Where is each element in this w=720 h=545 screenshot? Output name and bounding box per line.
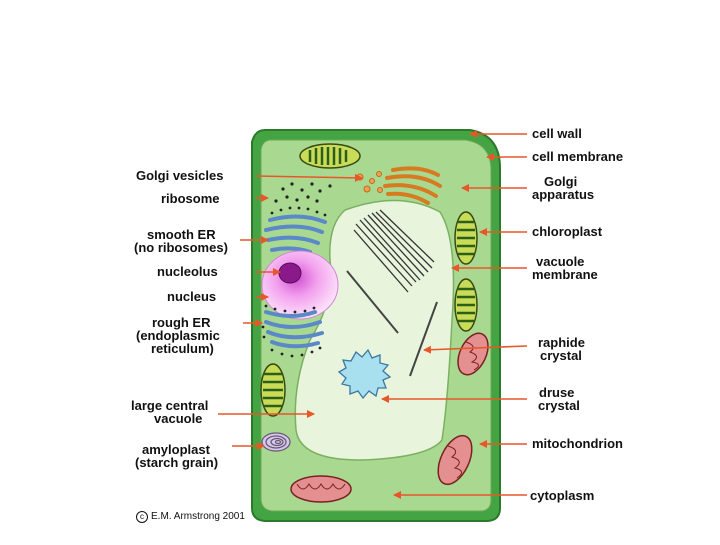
nucleolus (278, 262, 302, 284)
label-druse-crystal: druse crystal (538, 386, 580, 412)
chloroplast-right-2 (454, 278, 478, 332)
label-rough-er: rough ER (endoplasmic reticulum) (136, 316, 220, 355)
label-druse-crystal-line-2: crystal (538, 398, 580, 413)
label-amyloplast-line-1: amyloplast (142, 442, 210, 457)
label-vacuole-membrane-line-1: vacuole (536, 254, 585, 269)
label-cell-wall: cell wall (532, 126, 582, 141)
label-golgi-vesicles: Golgi vesicles (136, 168, 224, 183)
mitochondrion-bottom (290, 475, 352, 503)
label-golgi-apparatus-line-1: Golgi (544, 174, 578, 189)
nucleus (261, 250, 339, 320)
rough-er (264, 310, 324, 349)
druse-crystal (337, 348, 392, 400)
label-cytoplasm: cytoplasm (530, 488, 595, 503)
ribosomes (274, 182, 332, 203)
label-vacuole-membrane: vacuole membrane (532, 255, 598, 281)
label-rough-er-line-3: reticulum) (151, 341, 214, 356)
label-smooth-er-line-1: smooth ER (147, 227, 216, 242)
label-raphide-crystal-line-1: raphide (538, 335, 585, 350)
chloroplast-top (299, 143, 361, 169)
chloroplast-left (260, 363, 286, 417)
label-golgi-apparatus-line-2: apparatus (532, 187, 595, 202)
label-mitochondrion: mitochondrion (532, 436, 623, 451)
amyloplast (261, 432, 291, 452)
label-nucleus: nucleus (167, 289, 217, 304)
label-vacuole-membrane-line-2: membrane (532, 267, 598, 282)
label-golgi-apparatus: Golgi apparatus (532, 175, 594, 201)
label-chloroplast: chloroplast (532, 224, 603, 239)
label-amyloplast-line-2: (starch grain) (135, 455, 219, 470)
label-large-central-vacuole-line-1: large central (131, 398, 209, 413)
label-rough-er-line-1: rough ER (152, 315, 211, 330)
label-amyloplast: amyloplast (starch grain) (135, 443, 218, 469)
credit-text: E.M. Armstrong 2001 (151, 511, 245, 522)
smooth-er-ribosomes (270, 206, 327, 217)
golgi-apparatus (383, 166, 442, 205)
label-rough-er-line-2: (endoplasmic (136, 328, 220, 343)
raphide-crystal-loose (346, 270, 438, 377)
leader-arrows (218, 130, 528, 499)
label-large-central-vacuole-line-2: vacuole (154, 411, 203, 426)
rough-er-ribosomes (261, 304, 322, 358)
label-cell-membrane: cell membrane (532, 149, 624, 164)
label-nucleolus: nucleolus (157, 264, 218, 279)
chloroplast-right-1 (454, 211, 478, 265)
label-smooth-er-line-2: (no ribosomes) (134, 240, 228, 255)
label-large-central-vacuole: large central vacuole (131, 399, 208, 425)
label-raphide-crystal-line-2: crystal (540, 348, 582, 363)
arrow-golgi-vesicles (255, 173, 363, 182)
mitochondrion-right-2 (437, 434, 473, 486)
arrow-raphide-crystal (423, 345, 528, 354)
copyright-icon: c (136, 511, 148, 523)
raphide-crystals (353, 209, 435, 293)
label-ribosome: ribosome (161, 191, 220, 206)
label-raphide-crystal: raphide crystal (538, 336, 585, 362)
label-smooth-er: smooth ER (no ribosomes) (134, 228, 228, 254)
label-druse-crystal-line-1: druse (539, 385, 575, 400)
